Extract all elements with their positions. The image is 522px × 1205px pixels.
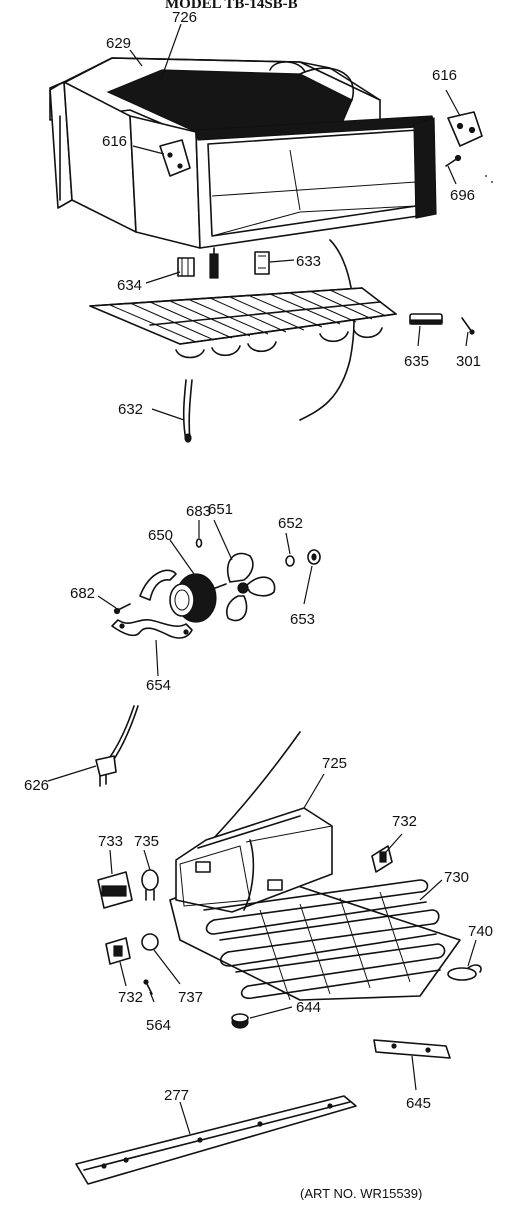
callout-740: 740 [468, 923, 493, 940]
capacitor-735 [141, 869, 159, 901]
clamp-740 [447, 964, 482, 981]
callout-652: 652 [278, 515, 303, 532]
callout-737: 737 [178, 989, 203, 1006]
leader-lines [47, 23, 477, 1135]
callout-616-left: 616 [102, 133, 127, 150]
compressor-condenser-assembly [169, 731, 461, 1001]
clip-634 [177, 257, 195, 277]
callout-682: 682 [70, 585, 95, 602]
callout-644: 644 [296, 999, 321, 1016]
screw-301 [461, 317, 475, 335]
screw-696 [445, 154, 493, 183]
callout-626: 626 [24, 777, 49, 794]
freezer-compartment-assembly [49, 57, 437, 421]
overload-733 [97, 871, 133, 909]
callout-735: 735 [134, 833, 159, 850]
rail-277 [75, 1095, 357, 1185]
callout-labels: 726 629 616 616 696 633 634 635 301 632 … [24, 9, 493, 1112]
callout-732-right: 732 [392, 813, 417, 830]
model-title: MODEL TB-14SB-B [165, 0, 298, 12]
callout-650: 650 [148, 527, 173, 544]
callout-564: 564 [146, 1017, 171, 1034]
hinge-bracket-616-right [447, 111, 483, 147]
callout-726: 726 [172, 9, 197, 26]
relay-732-left [105, 937, 131, 965]
grommet-644 [231, 1013, 249, 1029]
callout-654: 654 [146, 677, 171, 694]
hinge-bracket-616-left [159, 139, 191, 177]
thermostat-bulb-632 [182, 379, 193, 443]
cap-737 [141, 933, 159, 951]
callout-635: 635 [404, 353, 429, 370]
callout-733: 733 [98, 833, 123, 850]
screw-564 [143, 979, 153, 995]
callout-633: 633 [296, 253, 321, 270]
callout-632: 632 [118, 401, 143, 418]
callout-645: 645 [406, 1095, 431, 1112]
callout-653: 653 [290, 611, 315, 628]
fan-motor-assembly [111, 538, 321, 639]
evaporator-shelf-grid [89, 287, 397, 359]
clip-633 [254, 251, 270, 275]
callout-616-right: 616 [432, 67, 457, 84]
callout-696: 696 [450, 187, 475, 204]
art-number: (ART NO. WR15539) [300, 1186, 422, 1200]
callout-651: 651 [208, 501, 233, 518]
power-cord-626 [95, 705, 139, 787]
callout-629: 629 [106, 35, 131, 52]
callout-634: 634 [117, 277, 142, 294]
callout-732-left: 732 [118, 989, 143, 1006]
callout-277: 277 [164, 1087, 189, 1104]
callout-683: 683 [186, 503, 211, 520]
bracket-645 [373, 1039, 451, 1059]
callout-301: 301 [456, 353, 481, 370]
callout-730: 730 [444, 869, 469, 886]
callout-725: 725 [322, 755, 347, 772]
bracket-635 [409, 313, 443, 325]
